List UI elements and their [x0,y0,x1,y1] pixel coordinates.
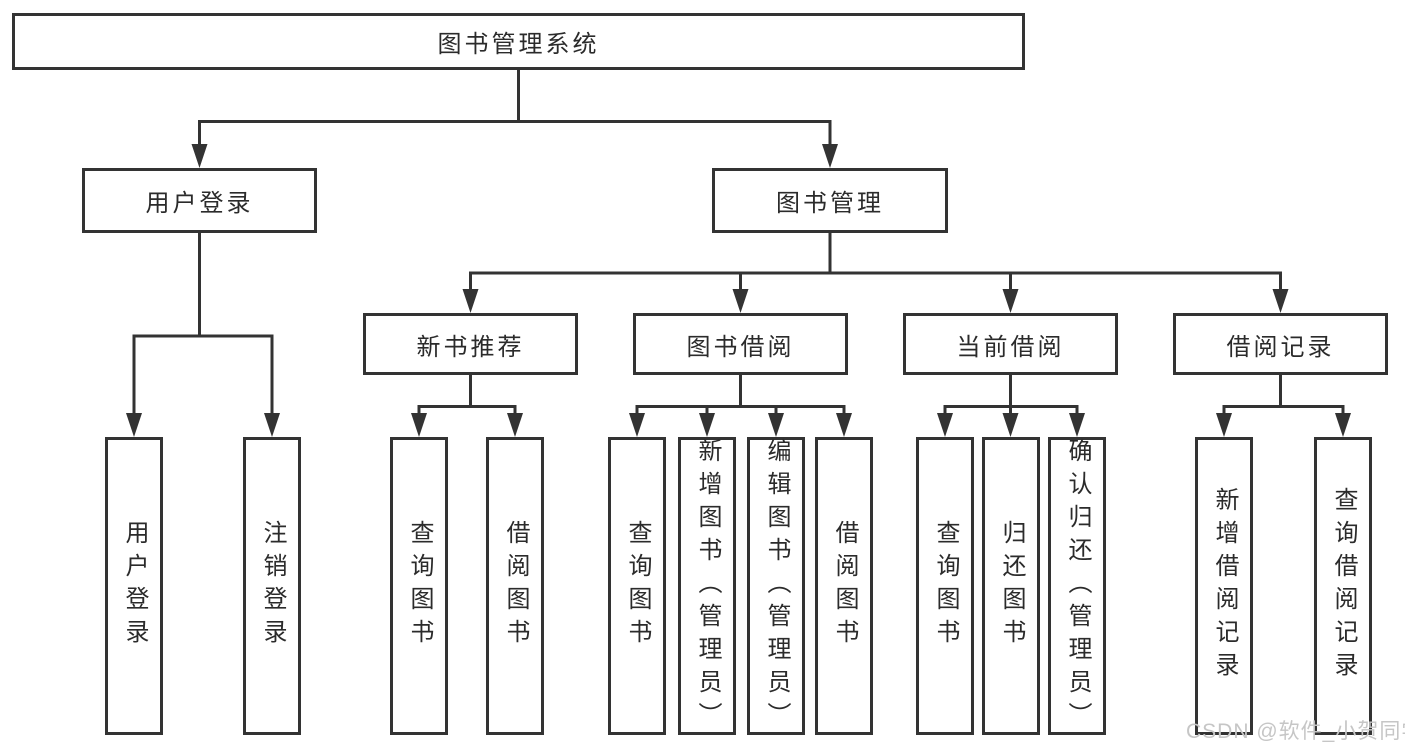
connector-root-branch [198,120,832,146]
node-current-borrow-label: 当前借阅 [956,333,1065,361]
arrow-to-book-mgmt [822,144,838,168]
node-leaf-cb-confirm-return-admin-label: 确认归还（管理员） [1064,437,1091,735]
node-book-borrow: 图书借阅 [633,313,848,375]
arrow-to-nbr-borrow [507,413,523,437]
node-leaf-br-add-record-label: 新增借阅记录 [1211,487,1238,685]
node-new-book-recommend: 新书推荐 [363,313,578,375]
arrow-to-new-book-rec [462,289,479,313]
arrow-to-bb-edit [768,413,784,437]
arrow-to-user-login [191,144,208,168]
node-leaf-cb-return-books: 归还图书 [982,437,1040,735]
node-book-mgmt-label: 图书管理 [776,190,884,217]
arrow-to-current-borrow [1002,289,1019,313]
arrow-to-book-borrow [732,289,749,313]
node-root-label: 图书管理系统 [437,31,600,58]
node-leaf-bb-query-books: 查询图书 [608,437,666,735]
arrow-to-ul-logout [264,413,280,437]
node-current-borrow: 当前借阅 [903,313,1118,375]
node-book-borrow-label: 图书借阅 [686,333,795,361]
node-user-login-label: 用户登录 [145,190,254,217]
arrow-to-borrow-records [1272,289,1289,313]
node-leaf-bb-add-books-admin-label: 新增图书（管理员） [694,437,721,735]
node-leaf-bb-edit-books-admin: 编辑图书（管理员） [747,437,805,735]
arrow-to-br-add [1216,413,1232,437]
connector-borrow-records-branch [1222,405,1345,414]
node-leaf-cb-query-books: 查询图书 [916,437,974,735]
arrow-to-bb-add [699,413,715,437]
node-leaf-nbr-query-books: 查询图书 [390,437,448,735]
connector-book-mgmt-branch [469,271,1282,291]
node-leaf-bb-edit-books-admin-label: 编辑图书（管理员） [763,437,790,735]
node-leaf-nbr-borrow-books-label: 借阅图书 [502,520,529,652]
node-new-book-recommend-label: 新书推荐 [416,333,525,361]
node-leaf-bb-borrow-books-label: 借阅图书 [831,520,858,652]
connector-new-book-rec-branch [417,405,517,414]
node-leaf-nbr-query-books-label: 查询图书 [406,520,433,652]
arrow-to-cb-query [937,413,953,437]
arrow-to-bb-borrow [836,413,852,437]
node-leaf-br-query-record-label: 查询借阅记录 [1330,487,1357,685]
node-leaf-bb-borrow-books: 借阅图书 [815,437,873,735]
node-leaf-user-login-label: 用户登录 [121,520,148,652]
node-book-mgmt: 图书管理 [712,168,948,233]
node-root: 图书管理系统 [12,13,1025,70]
node-leaf-logout-label: 注销登录 [259,520,286,652]
arrow-to-cb-confirm [1069,413,1085,437]
node-leaf-cb-return-books-label: 归还图书 [998,520,1025,652]
node-leaf-bb-query-books-label: 查询图书 [624,520,651,652]
node-leaf-cb-query-books-label: 查询图书 [932,520,959,652]
arrow-to-br-query [1335,413,1351,437]
node-borrow-records: 借阅记录 [1173,313,1388,375]
connector-user-login-branch [132,334,274,414]
csdn-watermark: CSDN @软件_小贺同学 [1186,720,1405,743]
node-leaf-user-login: 用户登录 [105,437,163,735]
arrow-to-cb-return [1002,413,1019,437]
node-leaf-logout: 注销登录 [243,437,301,735]
arrow-to-bb-query [629,413,645,437]
node-borrow-records-label: 借阅记录 [1226,333,1335,361]
connector-book-borrow-branch [635,405,846,414]
arrowheads [126,144,1351,437]
node-leaf-br-add-record: 新增借阅记录 [1195,437,1253,735]
node-leaf-bb-add-books-admin: 新增图书（管理员） [678,437,736,735]
arrow-to-ul-login [126,413,142,437]
node-leaf-nbr-borrow-books: 借阅图书 [486,437,544,735]
node-user-login: 用户登录 [82,168,317,233]
node-leaf-br-query-record: 查询借阅记录 [1314,437,1372,735]
arrow-to-nbr-query [411,413,427,437]
node-leaf-cb-confirm-return-admin: 确认归还（管理员） [1048,437,1106,735]
